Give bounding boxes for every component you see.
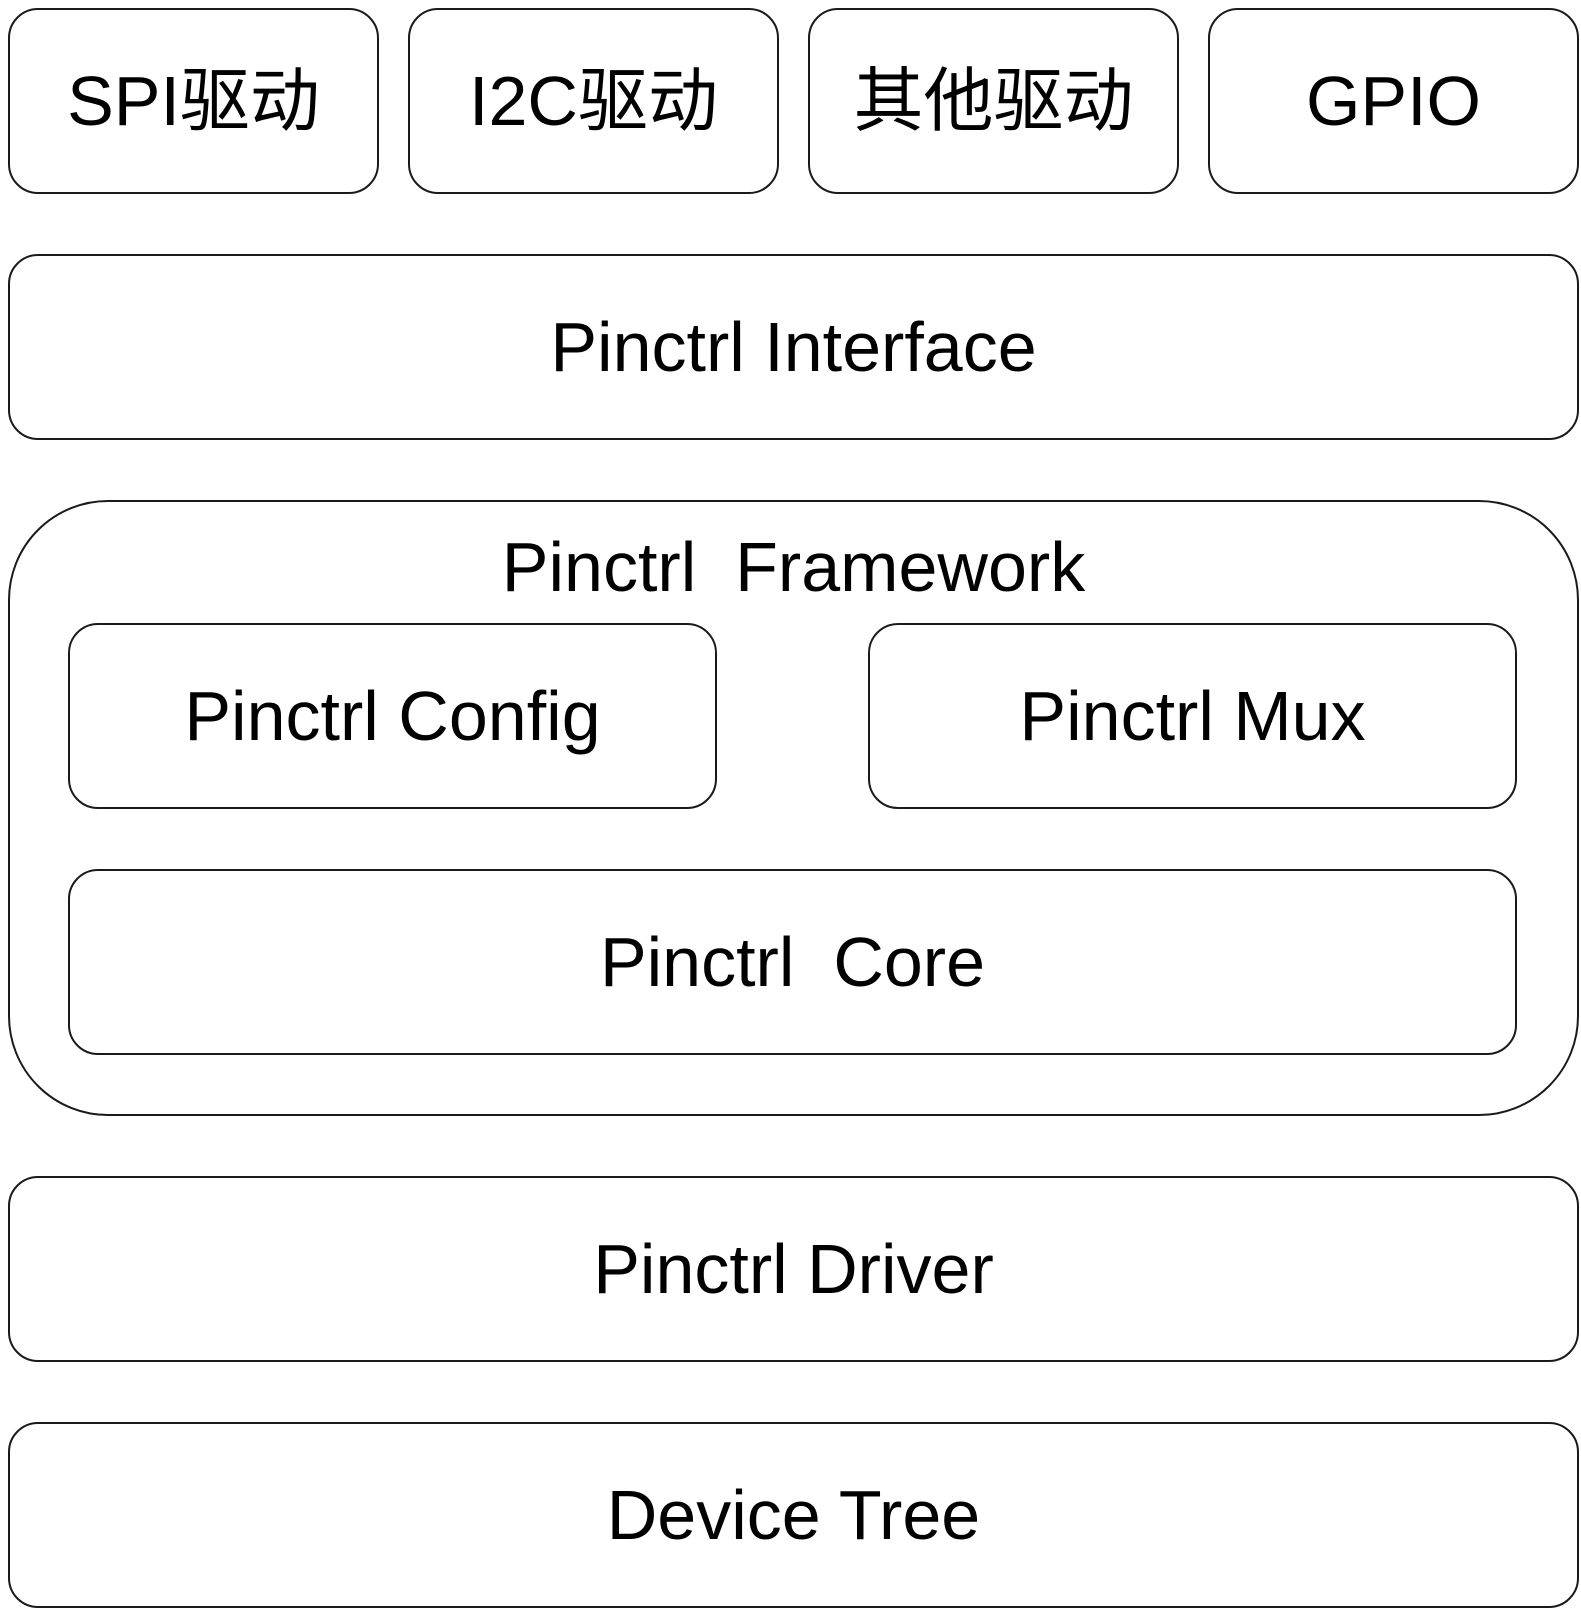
device-tree-label: Device Tree [606,1476,981,1554]
spi-driver-label: SPI驱动 [67,62,320,140]
pinctrl-driver-box: Pinctrl Driver [8,1176,1579,1362]
gpio-box: GPIO [1208,8,1579,194]
pinctrl-config-box: Pinctrl Config [68,623,717,809]
device-tree-box: Device Tree [8,1422,1579,1608]
pinctrl-mux-label: Pinctrl Mux [1019,677,1366,755]
i2c-driver-label: I2C驱动 [469,62,718,140]
pinctrl-driver-label: Pinctrl Driver [593,1230,994,1308]
pinctrl-core-label: Pinctrl Core [599,923,986,1001]
pinctrl-config-label: Pinctrl Config [184,677,601,755]
spi-driver-box: SPI驱动 [8,8,379,194]
i2c-driver-box: I2C驱动 [408,8,779,194]
pinctrl-interface-label: Pinctrl Interface [550,308,1037,386]
other-driver-label: 其他驱动 [853,62,1134,140]
pinctrl-framework-title: Pinctrl Framework [501,528,1086,606]
other-driver-box: 其他驱动 [808,8,1179,194]
pinctrl-core-box: Pinctrl Core [68,869,1517,1055]
pinctrl-interface-box: Pinctrl Interface [8,254,1579,440]
pinctrl-mux-box: Pinctrl Mux [868,623,1517,809]
gpio-label: GPIO [1305,62,1482,140]
